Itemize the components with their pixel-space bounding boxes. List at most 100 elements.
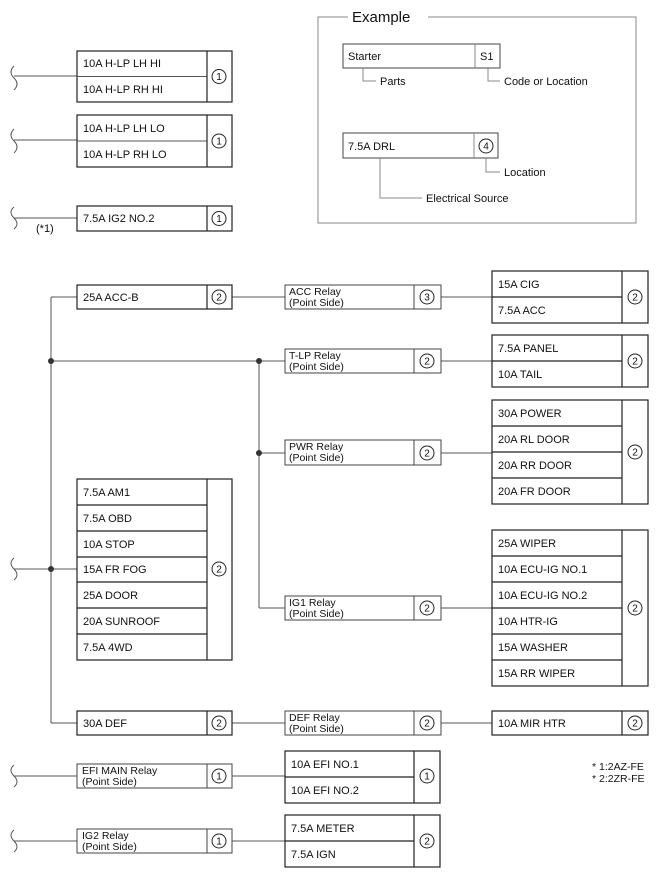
footnote-1: * 1:2AZ-FE (592, 761, 644, 773)
junction-dot (256, 450, 262, 456)
relay-side: (Point Side) (289, 608, 344, 620)
location-code: 1 (216, 772, 222, 783)
relay-name: ACC Relay (289, 286, 342, 298)
location-circle (211, 768, 227, 784)
fuse-label: 10A H-LP LH HI (83, 58, 161, 70)
location-code: 1 (216, 137, 222, 148)
example-title: Example (352, 9, 410, 26)
relay-side: (Point Side) (289, 297, 344, 309)
fuse-label: 15A RR WIPER (498, 668, 575, 680)
fuse-label: 20A SUNROOF (83, 616, 160, 628)
location-code: 3 (424, 293, 430, 304)
location-circle (627, 600, 643, 616)
mir-htr-fuse: 10A MIR HTR 2 (491, 710, 649, 736)
fuse-label: 7.5A PANEL (498, 343, 558, 355)
location-code: 2 (632, 604, 638, 615)
location-code: 2 (216, 293, 222, 304)
location-code: 2 (424, 604, 430, 615)
def-relay: DEF Relay (Point Side) 2 (284, 710, 442, 736)
example-starter-box (342, 43, 501, 69)
fuse-label: 10A HTR-IG (498, 616, 558, 628)
fuse-label: 10A H-LP RH LO (83, 149, 167, 161)
relay-name: EFI MAIN Relay (82, 765, 158, 777)
acc-relay: ACC Relay (Point Side) 3 (284, 284, 442, 310)
relay-name: IG1 Relay (289, 597, 336, 609)
ig1-fuse-block: 25A WIPER 10A ECU-IG NO.1 10A ECU-IG NO.… (491, 529, 649, 687)
location-circle (211, 715, 227, 731)
relay-side: (Point Side) (289, 723, 344, 735)
location-code: 1 (216, 837, 222, 848)
relay-name: PWR Relay (289, 441, 344, 453)
fuse-label: 10A ECU-IG NO.1 (498, 564, 587, 576)
location-code: 2 (216, 565, 222, 576)
relay-side: (Point Side) (82, 776, 137, 788)
efi-main-group: EFI MAIN Relay (Point Side) 1 10A EFI NO… (10, 750, 441, 804)
ig2-relay-box (76, 828, 233, 854)
location-code: 1 (216, 214, 222, 225)
example-panel: Example Starter S1 Parts Code or Locatio… (317, 9, 637, 224)
fuse-label: 10A ECU-IG NO.2 (498, 590, 587, 602)
example-drl-code: 4 (483, 142, 489, 153)
fuse-label: 7.5A OBD (83, 513, 132, 525)
location-circle (419, 353, 435, 369)
location-circle (211, 211, 227, 226)
location-circle (211, 133, 227, 149)
location-circle (627, 289, 643, 305)
location-code: 2 (632, 293, 638, 304)
wire-break-symbol (10, 128, 18, 154)
location-code: 2 (424, 719, 430, 730)
ig2-no2-group: 7.5A IG2 NO.2 1 (*1) (10, 205, 233, 235)
relay-side: (Point Side) (82, 841, 137, 853)
fuse-label: 30A POWER (498, 408, 562, 420)
headlamp-hi-group: 10A H-LP LH HI 10A H-LP RH HI 1 (10, 50, 233, 103)
note-label: (*1) (36, 223, 54, 235)
location-code: 2 (632, 357, 638, 368)
footnotes: * 1:2AZ-FE * 2:2ZR-FE (592, 761, 645, 785)
location-code: 2 (632, 448, 638, 459)
fuse-label: 7.5A METER (291, 823, 355, 835)
location-code: 2 (216, 719, 222, 730)
wire-break-symbol (10, 557, 18, 581)
location-circle (627, 715, 643, 731)
location-circle (419, 445, 435, 461)
ig2-relay-group: IG2 Relay (Point Side) 1 7.5A METER 7.5A… (10, 814, 441, 868)
fuse-label: 7.5A 4WD (83, 642, 133, 654)
example-electrical-source-label: Electrical Source (426, 193, 509, 205)
location-circle (419, 833, 435, 849)
fuse-label: 10A MIR HTR (498, 718, 566, 730)
fuse-label: 7.5A IGN (291, 849, 336, 861)
fuse-label: 7.5A ACC (498, 305, 546, 317)
location-code: 1 (216, 72, 222, 83)
example-drl-box (342, 132, 499, 159)
location-circle (211, 561, 227, 577)
fuse-label: 20A FR DOOR (498, 486, 571, 498)
location-circle (211, 289, 227, 305)
fuse-label: 20A RL DOOR (498, 434, 570, 446)
location-circle (627, 444, 643, 460)
fuse-label: 15A CIG (498, 279, 540, 291)
location-circle (419, 715, 435, 731)
fuse-label: 10A TAIL (498, 369, 542, 381)
fuse-label: 15A WASHER (498, 642, 568, 654)
headlamp-lo-group: 10A H-LP LH LO 10A H-LP RH LO 1 (10, 114, 233, 168)
tlp-relay: T-LP Relay (Point Side) 2 (284, 348, 442, 374)
main-wiring (10, 296, 492, 724)
pwr-fuse-block: 30A POWER 20A RL DOOR 20A RR DOOR 20A FR… (491, 399, 649, 505)
location-circle (627, 353, 643, 369)
acc-fuse-block: 15A CIG 7.5A ACC 2 (491, 270, 649, 324)
relay-name: IG2 Relay (82, 830, 129, 842)
pwr-relay: PWR Relay (Point Side) 2 (284, 439, 442, 466)
junction-dot (256, 358, 262, 364)
example-location-label: Location (504, 167, 546, 179)
example-drl-circle (478, 138, 494, 154)
example-starter-label: Starter (348, 51, 381, 63)
example-drl-label: 7.5A DRL (348, 141, 395, 153)
example-starter-code: S1 (480, 51, 493, 63)
relay-name: DEF Relay (289, 712, 341, 724)
fuse-label: 10A EFI NO.1 (291, 759, 359, 771)
fuse-label: 10A STOP (83, 539, 135, 551)
acc-b-fuse: 25A ACC-B 2 (76, 284, 233, 310)
fuse-label: 10A EFI NO.2 (291, 785, 359, 797)
location-code: 2 (632, 719, 638, 730)
wire-break-symbol (10, 65, 18, 91)
